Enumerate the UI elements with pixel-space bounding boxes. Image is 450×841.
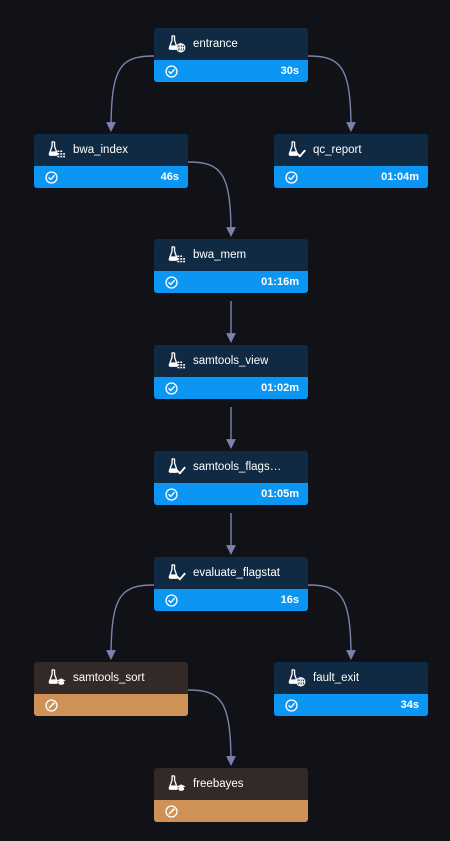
task-node-bwa-index[interactable]: bwa_index 46s: [34, 134, 188, 188]
node-header: bwa_mem: [154, 239, 308, 271]
status-success-icon: [165, 275, 178, 289]
node-status-bar: 16s: [154, 589, 308, 611]
check-task-icon: [165, 457, 186, 477]
node-header: samtools_sort: [34, 662, 188, 694]
node-status-bar: 01:02m: [154, 377, 308, 399]
node-title: samtools_sort: [73, 672, 145, 684]
task-node-samtools-flags[interactable]: samtools_flags… 01:05m: [154, 451, 308, 505]
node-duration: 01:04m: [381, 171, 419, 183]
status-success-icon: [165, 64, 178, 78]
node-header: qc_report: [274, 134, 428, 166]
task-node-samtools-view[interactable]: samtools_view 01:02m: [154, 345, 308, 399]
node-duration: 30s: [280, 65, 299, 77]
status-success-icon: [165, 593, 178, 607]
node-header: bwa_index: [34, 134, 188, 166]
edge-bwa-index-to-bwa-mem: [187, 161, 236, 237]
node-status-bar: 46s: [34, 166, 188, 188]
node-status-bar: 01:05m: [154, 483, 308, 505]
node-status-bar: 34s: [274, 694, 428, 716]
edge-evaluate-flagstat-to-samtools-sort: [106, 584, 155, 660]
edge-evaluate-flagstat-to-fault-exit: [307, 584, 356, 660]
node-title: entrance: [193, 38, 238, 50]
task-node-entrance[interactable]: entrance 30s: [154, 28, 308, 82]
node-title: samtools_flags…: [193, 461, 282, 473]
edge-entrance-to-qc-report: [307, 55, 356, 132]
node-duration: 34s: [400, 699, 419, 711]
tool-grid-icon: [45, 140, 66, 160]
node-duration: 01:05m: [261, 488, 299, 500]
node-status-bar: 30s: [154, 60, 308, 82]
node-header: evaluate_flagstat: [154, 557, 308, 589]
tool-grid-icon: [165, 245, 186, 265]
node-title: evaluate_flagstat: [193, 567, 280, 579]
status-success-icon: [45, 170, 58, 184]
node-header: entrance: [154, 28, 308, 60]
status-pending-icon: [45, 698, 58, 712]
node-status-bar: [34, 694, 188, 716]
tool-grid-icon: [165, 351, 186, 371]
node-title: qc_report: [313, 144, 362, 156]
node-duration: 16s: [280, 594, 299, 606]
node-duration: 01:02m: [261, 382, 299, 394]
node-duration: 46s: [160, 171, 179, 183]
node-duration: 01:16m: [261, 276, 299, 288]
node-title: bwa_mem: [193, 249, 247, 261]
node-title: freebayes: [193, 778, 244, 790]
node-header: samtools_view: [154, 345, 308, 377]
node-status-bar: 01:16m: [154, 271, 308, 293]
status-pending-icon: [165, 804, 178, 818]
sort-task-icon: [165, 774, 186, 794]
status-success-icon: [165, 487, 178, 501]
node-status-bar: [154, 800, 308, 822]
sort-task-icon: [45, 668, 66, 688]
node-status-bar: 01:04m: [274, 166, 428, 188]
task-node-fault-exit[interactable]: fault_exit 34s: [274, 662, 428, 716]
node-header: samtools_flags…: [154, 451, 308, 483]
task-node-samtools-sort[interactable]: samtools_sort: [34, 662, 188, 716]
node-header: freebayes: [154, 768, 308, 800]
check-task-icon: [165, 563, 186, 583]
exit-globe-icon: [285, 668, 306, 688]
check-task-icon: [285, 140, 306, 160]
task-node-freebayes[interactable]: freebayes: [154, 768, 308, 822]
task-node-bwa-mem[interactable]: bwa_mem 01:16m: [154, 239, 308, 293]
status-success-icon: [285, 170, 298, 184]
node-header: fault_exit: [274, 662, 428, 694]
edge-entrance-to-bwa-index: [106, 55, 155, 132]
status-success-icon: [285, 698, 298, 712]
task-node-qc-report[interactable]: qc_report 01:04m: [274, 134, 428, 188]
task-node-evaluate-flagstat[interactable]: evaluate_flagstat 16s: [154, 557, 308, 611]
edge-samtools-sort-to-freebayes: [187, 689, 236, 766]
status-success-icon: [165, 381, 178, 395]
entrance-globe-icon: [165, 34, 186, 54]
node-title: samtools_view: [193, 355, 269, 367]
node-title: bwa_index: [73, 144, 128, 156]
node-title: fault_exit: [313, 672, 360, 684]
